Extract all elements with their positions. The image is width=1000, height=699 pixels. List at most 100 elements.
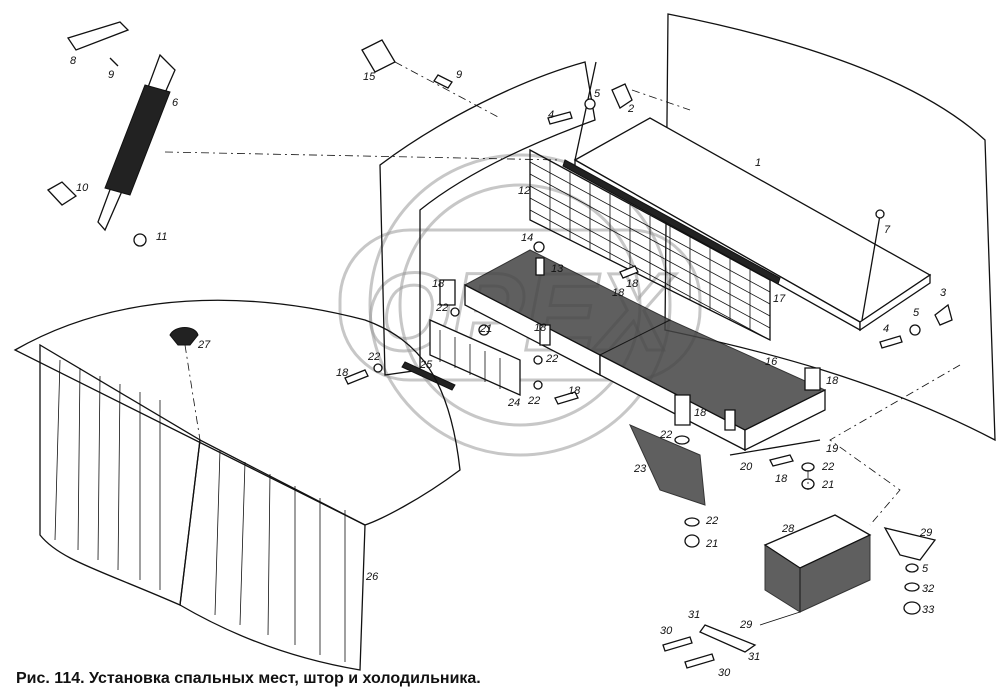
callout-33: 33 [922,604,935,616]
axis-line-fridge [829,364,961,526]
net-12 [529,148,781,342]
callout-10: 10 [76,182,89,194]
washer-22a [450,307,460,317]
callout-19: 19 [826,443,838,455]
washer-5c [905,563,919,573]
bolt-18b [344,369,369,385]
callout-5-upper: 5 [594,88,601,100]
bolt-10 [46,181,78,206]
callout-11: 11 [156,231,167,243]
support-rod [574,61,597,161]
lower-bunk [463,249,827,452]
callout-29-upper: 29 [919,527,932,539]
callout-22-g: 22 [705,515,718,527]
bracket-25 [429,318,521,397]
callout-18-i: 18 [612,287,625,299]
callout-7: 7 [884,224,891,236]
callout-30-b: 30 [718,667,731,679]
fridge-lower-link [759,611,801,626]
callout-22-d: 22 [527,395,540,407]
rail-button-27 [169,327,199,346]
washer-22c [373,363,383,373]
bolt-18a [439,279,456,306]
strap-6-webbing [104,84,171,196]
bolt-18i [619,265,639,279]
curtain-axis-line [184,344,201,441]
bolt-18e [674,394,691,426]
callout-31-a: 31 [688,609,700,621]
strap-7-ring [875,209,885,219]
washer-22d [533,380,543,390]
bolt-18g [804,367,821,391]
net-grid [529,161,771,341]
bracket-29-lower [699,624,757,653]
watermark-gear-outer [368,153,672,457]
bracket-15 [361,39,396,73]
callout-5-lower: 5 [913,307,920,319]
callout-18-c: 18 [534,322,547,334]
axis-line-strap [164,151,561,161]
washer-22f [801,462,815,472]
bracket-3 [934,303,953,326]
callout-26: 26 [365,571,379,583]
callout-18-g: 18 [826,375,839,387]
nut-33 [903,601,921,615]
curtain-left-folds [54,359,161,590]
callout-28: 28 [781,523,795,535]
callout-18-h: 18 [775,473,788,485]
curtain-canopy [13,299,461,526]
callout-18-a: 18 [432,278,445,290]
bolt-30a [662,636,693,652]
callout-9-top: 9 [108,69,114,81]
plate-8 [66,21,130,51]
bolt-18c [539,324,551,346]
callout-3: 3 [940,287,947,299]
callout-labels: 8 9 6 10 11 15 9 4 5 2 1 12 7 14 13 18 1… [70,55,947,679]
washer-22e [674,435,690,445]
curtain-right-panel [179,438,366,671]
rod-25 [401,361,456,391]
callout-18-e: 18 [694,407,707,419]
callout-22-f: 22 [821,461,834,473]
curtain-assembly [13,299,461,671]
nut-21c [684,534,700,548]
callout-21-b: 21 [821,479,834,491]
callout-15: 15 [363,71,376,83]
callout-23: 23 [633,463,647,475]
washer-11 [133,233,147,247]
bolt-4-upper [547,111,573,125]
callout-4-lower: 4 [883,323,889,335]
washer-22g [684,517,700,527]
callout-20: 20 [739,461,753,473]
bolt-18d [554,391,579,405]
callout-24: 24 [507,397,520,409]
washer-22b [533,355,543,365]
callout-18-b: 18 [336,367,349,379]
screw-13 [535,257,545,276]
callout-2: 2 [627,103,634,115]
callout-16: 16 [765,356,778,368]
refrigerator-28 [699,514,937,653]
callout-27: 27 [197,339,211,351]
callout-21-a: 21 [479,323,492,335]
figure-caption: Рис. 114. Установка спальных мест, штор … [16,670,481,687]
cab-side-panel [379,61,596,376]
callout-22-a: 22 [435,302,448,314]
bracket-29-upper [883,527,937,561]
bolt-18h [769,454,794,467]
fridge-side [799,534,871,613]
callout-14: 14 [521,232,533,244]
callout-29-lower: 29 [739,619,752,631]
bracket-2 [611,83,633,109]
bracket-23 [629,424,706,506]
curtain-right-folds [214,449,346,662]
callout-12: 12 [518,185,530,197]
callout-18-net: 18 [626,278,639,290]
washer-5-lower [909,324,921,336]
bolt-18f [724,409,736,431]
callout-13: 13 [551,263,564,275]
callout-22-c: 22 [367,351,380,363]
callout-21-c: 21 [705,538,718,550]
callout-17: 17 [773,293,786,305]
